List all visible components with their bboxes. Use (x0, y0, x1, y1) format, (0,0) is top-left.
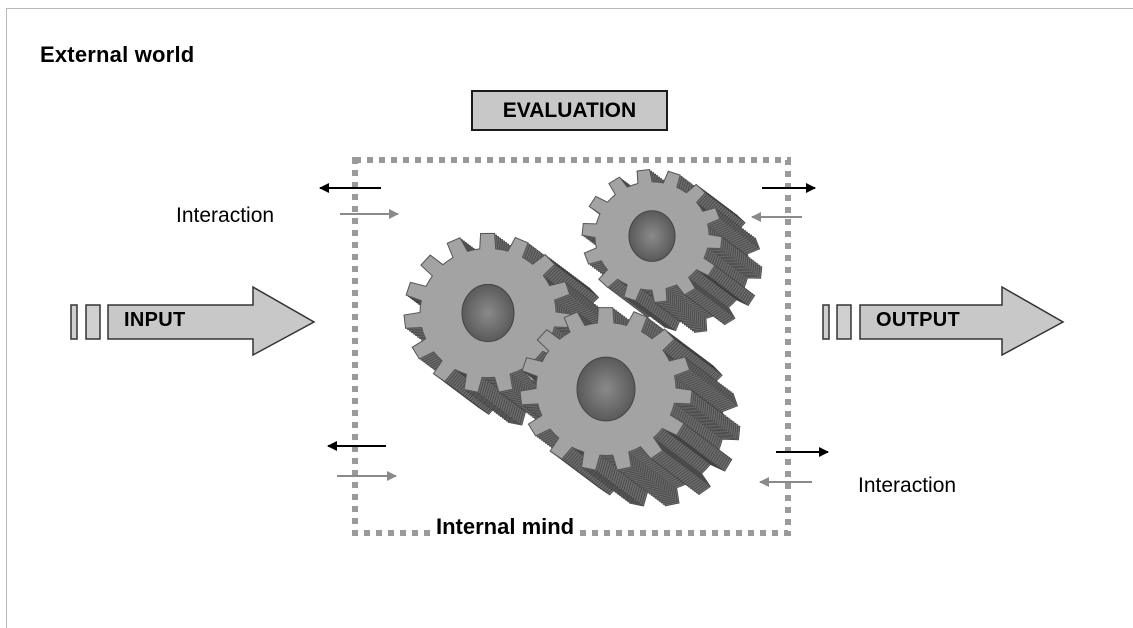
interaction-arrows-top-left (319, 183, 399, 219)
interaction-arrows-top-right (751, 183, 816, 222)
gear-top-right (581, 168, 763, 333)
internal-mind-label: Internal mind (430, 514, 581, 540)
input-label: INPUT (124, 309, 186, 331)
evaluation-label: EVALUATION (502, 98, 637, 122)
interaction-label-left: Interaction (176, 204, 275, 227)
gear-bottom (519, 307, 741, 507)
evaluation-box: EVALUATION (471, 90, 668, 131)
output-arrow (822, 285, 1065, 357)
interaction-arrows-bottom-left (327, 441, 397, 481)
interaction-label-right: Interaction (858, 474, 957, 497)
interaction-arrows-bottom-right (759, 447, 829, 487)
external-world-label: External world (40, 42, 195, 67)
gears-illustration (403, 168, 763, 507)
diagram-frame (6, 8, 1133, 628)
output-label: OUTPUT (876, 309, 961, 331)
diagram-canvas (70, 157, 1065, 536)
input-arrow (70, 285, 316, 357)
